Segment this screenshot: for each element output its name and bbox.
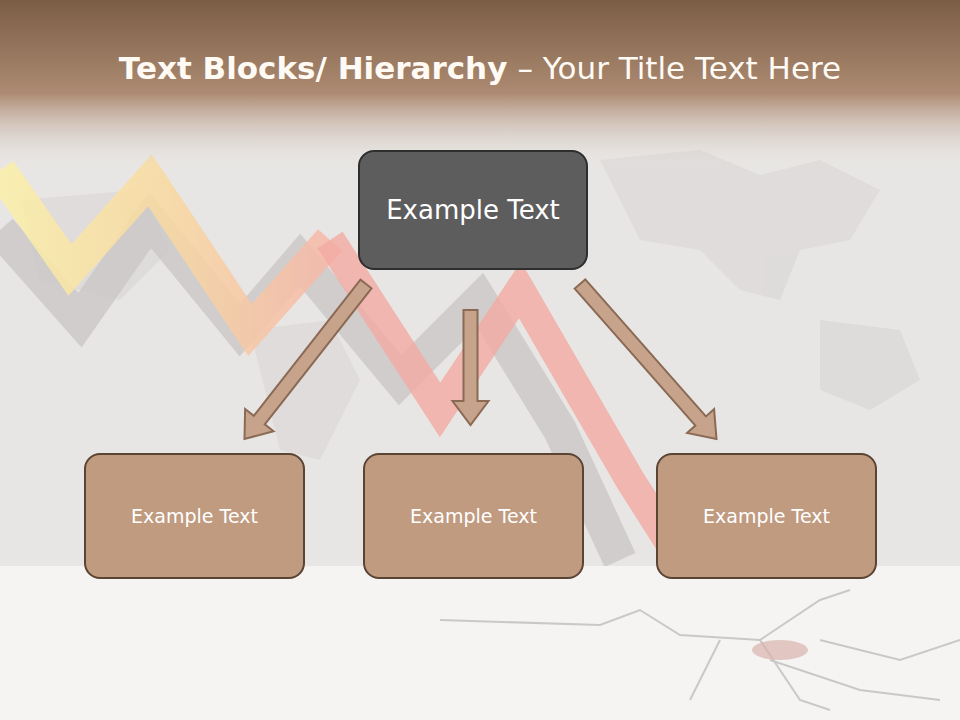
block-arrow bbox=[575, 279, 717, 439]
box-text: Example Text bbox=[131, 505, 258, 527]
child-box: Example Text bbox=[656, 453, 877, 579]
title-bar: Text Blocks/ Hierarchy– Your Title Text … bbox=[0, 50, 960, 86]
root-box: Example Text bbox=[358, 150, 588, 270]
box-text: Example Text bbox=[410, 505, 537, 527]
block-arrow bbox=[453, 310, 489, 425]
title-text: Text Blocks/ Hierarchy bbox=[119, 50, 508, 86]
box-text: Example Text bbox=[703, 505, 830, 527]
child-box: Example Text bbox=[363, 453, 584, 579]
box-text: Example Text bbox=[386, 195, 560, 225]
subtitle-text: – Your Title Text Here bbox=[517, 50, 841, 86]
child-box: Example Text bbox=[84, 453, 305, 579]
block-arrow bbox=[245, 280, 372, 439]
